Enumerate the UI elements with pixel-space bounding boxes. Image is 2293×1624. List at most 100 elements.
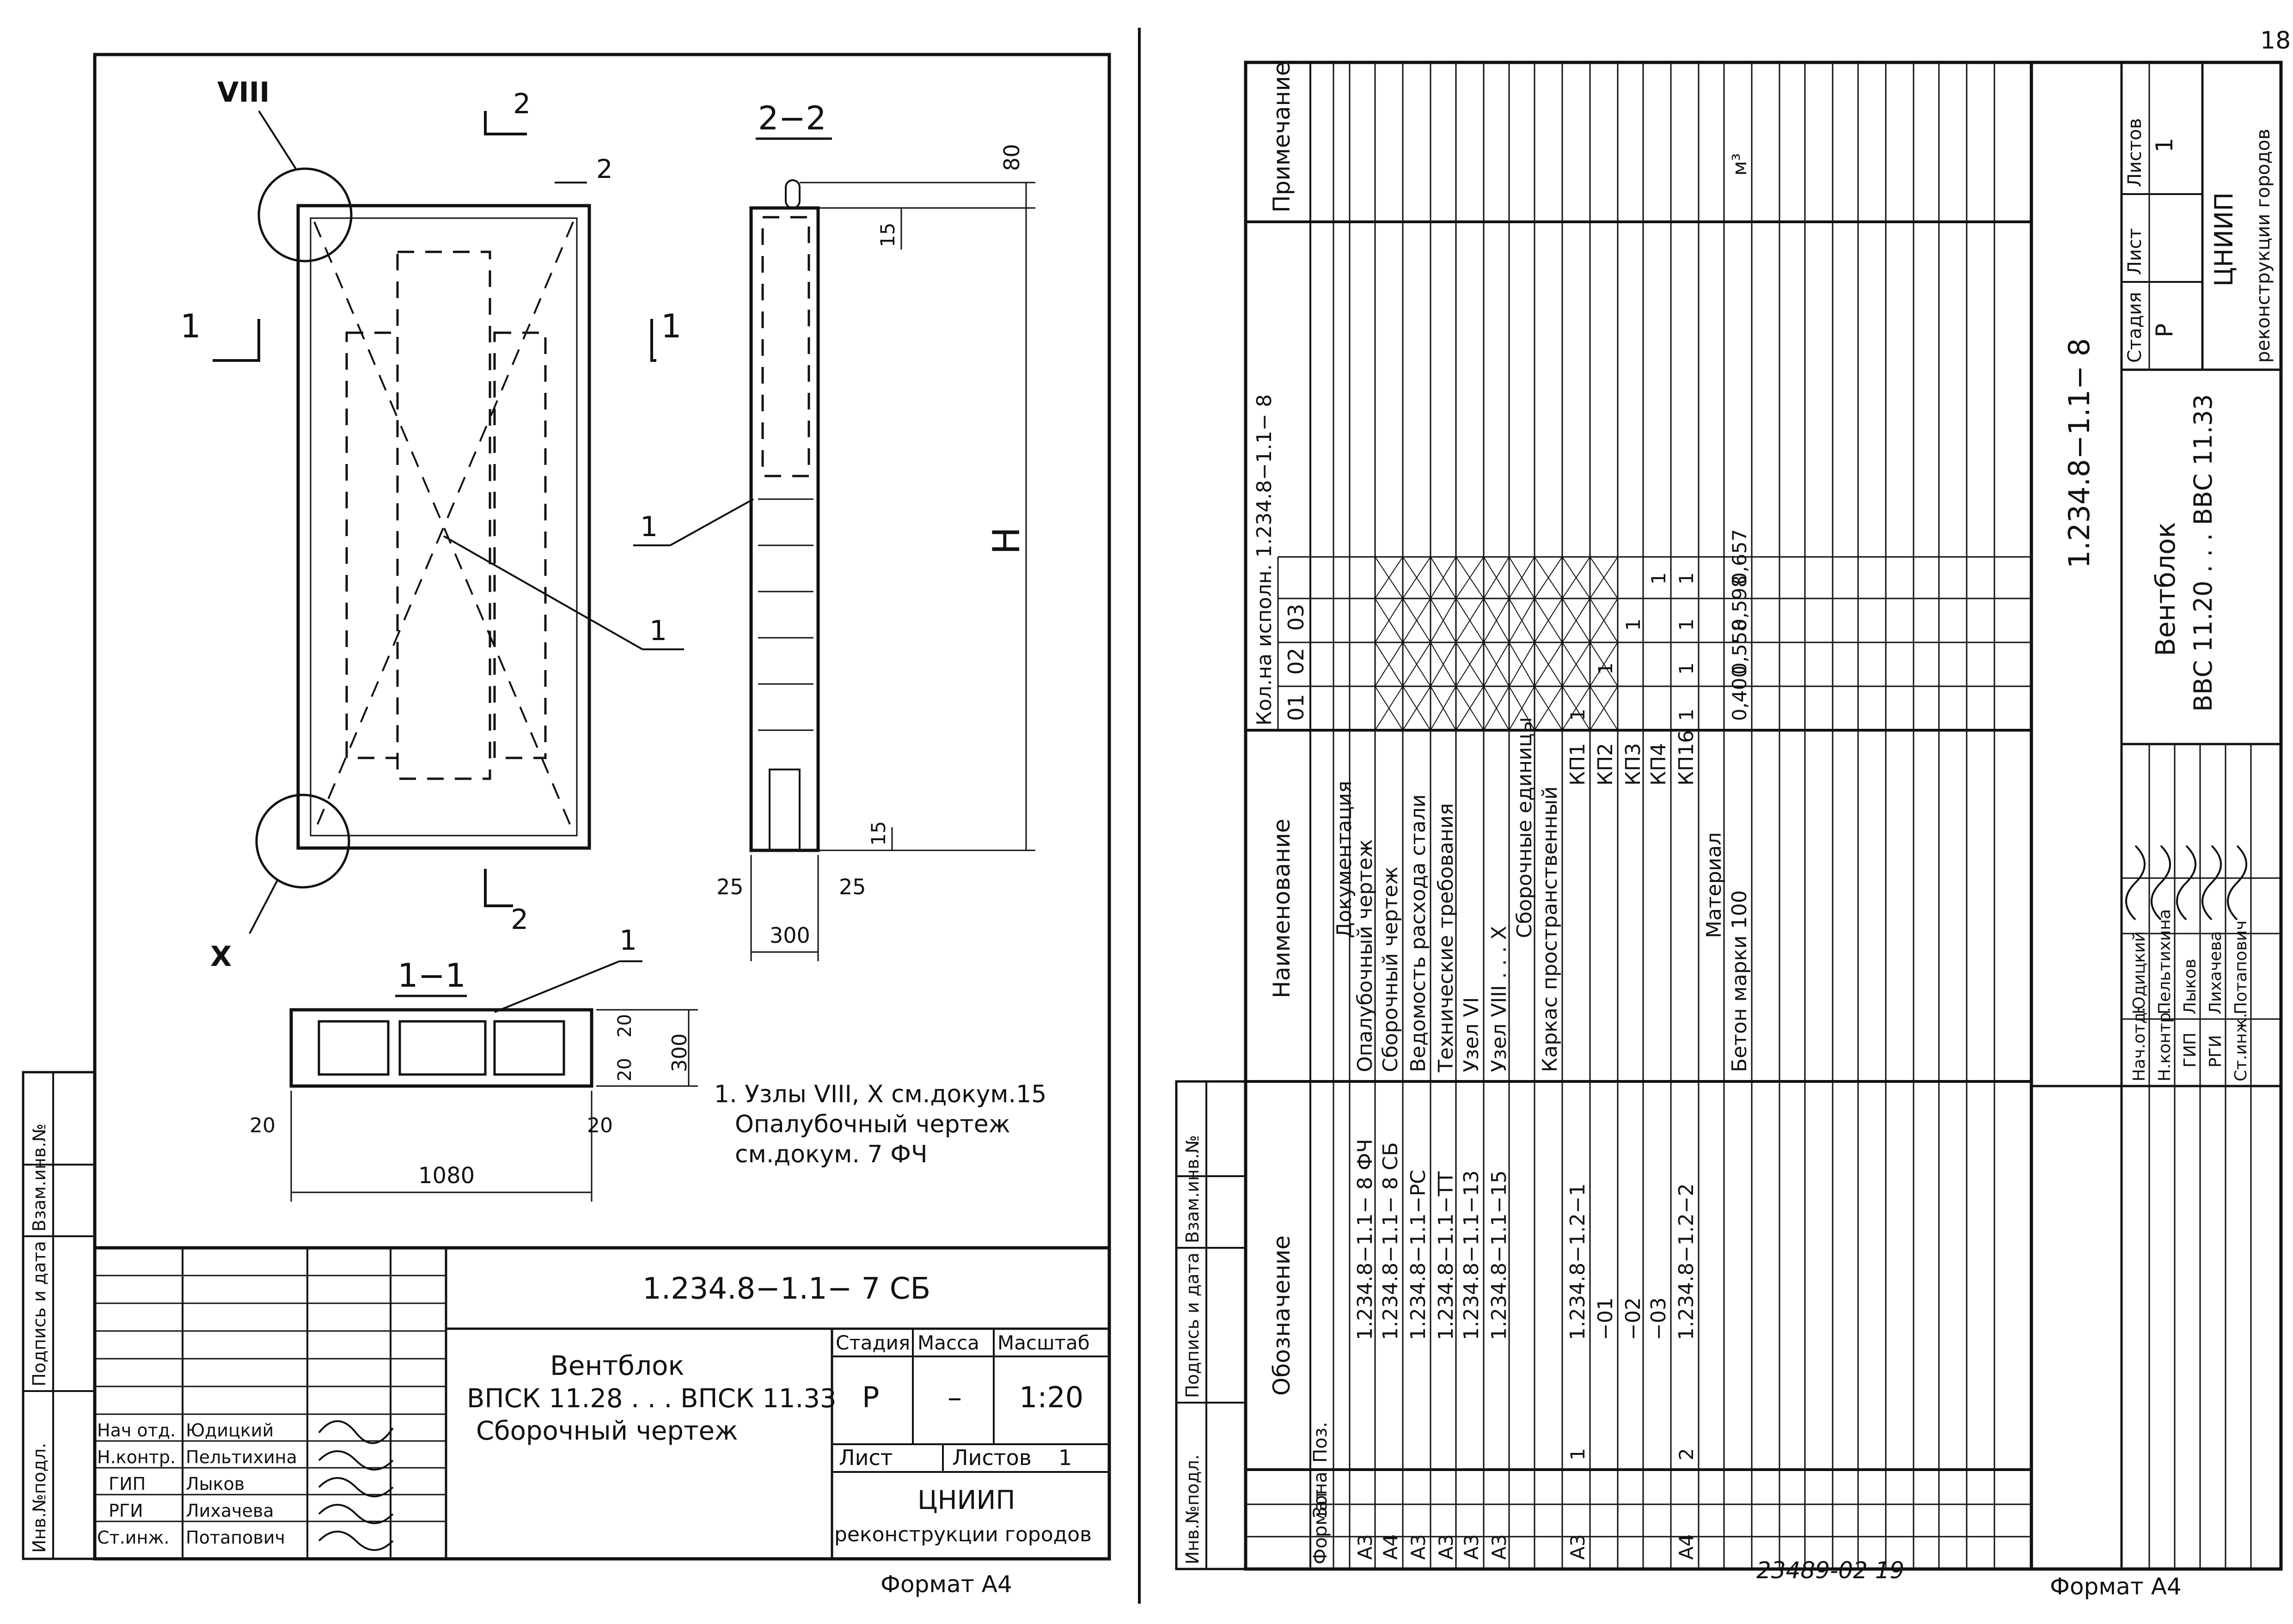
right-title-1: Вентблок xyxy=(2150,522,2181,656)
hdr-zone: Зона xyxy=(1310,1471,1331,1518)
row-section-title: Сборочные единицы xyxy=(1513,717,1536,938)
callout-node-8: VIII xyxy=(217,76,269,109)
left-title-block: 1.234.8−1.1− 7 СБ Вентблок ВПСК 11.28 . … xyxy=(93,1246,1111,1561)
right-name-2: Пельтихина xyxy=(2155,909,2174,1014)
callout-pos-1-plan: 1 xyxy=(619,924,637,957)
left-name-3: Лыков xyxy=(186,1474,245,1494)
right-role-3: ГИП xyxy=(2181,1032,2200,1068)
cut-1-left: 1 xyxy=(180,307,201,345)
crosshatched-cells xyxy=(1375,556,1618,731)
left-role-5: Ст.инж. xyxy=(97,1527,170,1548)
right-name-3: Лыков xyxy=(2181,959,2200,1014)
row-qty: 1 xyxy=(1675,662,1698,675)
left-name-2: Пельтихина xyxy=(186,1447,297,1467)
row-designation: 1.234.8−1.1− 8 СБ xyxy=(1379,1142,1402,1340)
hdr-var-02: 02 xyxy=(1284,647,1309,675)
left-name-1: Юдицкий xyxy=(186,1420,274,1441)
row-designation: −02 xyxy=(1621,1297,1645,1340)
callout-pos-2: 2 xyxy=(596,154,613,184)
right-org-2: реконструкции городов xyxy=(2253,129,2274,363)
hdr-var-01: 01 xyxy=(1284,694,1309,721)
dim-300-plan: 300 xyxy=(668,1033,691,1072)
right-sheets-count: 1 xyxy=(2151,138,2178,153)
row-qty: 1 xyxy=(1566,708,1589,721)
left-org-2: реконструкции городов xyxy=(834,1523,1092,1546)
left-name-4: Лихачева xyxy=(186,1501,274,1521)
cut-2-top: 2 xyxy=(513,88,531,120)
row-designation: 1.234.8−1.1−13 xyxy=(1460,1170,1483,1340)
row-designation: 1.234.8−1.1−15 xyxy=(1487,1170,1511,1340)
right-name-5: Потапович xyxy=(2232,920,2250,1014)
row-qty: 1 xyxy=(1647,572,1670,585)
left-name-5: Потапович xyxy=(186,1527,285,1548)
right-stage: Р xyxy=(2151,324,2178,337)
row-name: Ведомость расхода стали xyxy=(1406,794,1430,1072)
row-qty: 1 xyxy=(1675,572,1698,585)
row-format: А3 xyxy=(1566,1534,1589,1560)
hdr-name: Наименование xyxy=(1268,818,1295,998)
row-designation: −03 xyxy=(1647,1297,1670,1340)
row-designation: 1.234.8−1.2−2 xyxy=(1675,1183,1698,1340)
dim-25-left: 25 xyxy=(716,874,744,899)
r-side-label-inv: Инв.№подл. xyxy=(1182,1454,1203,1564)
right-sheet-frame xyxy=(1244,61,2283,1571)
side-label-inv: Инв.№подл. xyxy=(29,1443,49,1553)
callout-pos-1-front: 1 xyxy=(649,615,667,647)
dim-15-bottom: 15 xyxy=(867,821,890,846)
left-mass-header: Масса xyxy=(917,1331,979,1354)
row-section-title: Материал xyxy=(1702,832,1726,938)
left-stage: Р xyxy=(862,1380,879,1414)
section-1-1: 1−1 1 300 20 20 1080 20 20 xyxy=(250,924,698,1202)
row-name: КП4 xyxy=(1647,743,1670,786)
left-sheets-count: 1 xyxy=(1058,1445,1072,1470)
hdr-var-03: 03 xyxy=(1284,604,1309,631)
r-side-label-replace: Взам.инв.№ xyxy=(1182,1135,1203,1243)
dim-15-top: 15 xyxy=(876,223,899,247)
row-qty: 0,657 xyxy=(1728,529,1751,585)
row-name: КП16 xyxy=(1675,730,1698,786)
row-qty: 1 xyxy=(1594,662,1617,675)
left-role-4: РГИ xyxy=(109,1501,143,1521)
row-name: КП3 xyxy=(1621,743,1645,786)
row-pos: 1 xyxy=(1566,1448,1589,1460)
left-sheets-header: Листов xyxy=(952,1445,1032,1470)
right-org-1: ЦНИИП xyxy=(2209,192,2238,287)
section-2-2-label: 2−2 xyxy=(758,99,826,137)
left-role-3: ГИП xyxy=(109,1474,146,1494)
row-format: А3 xyxy=(1354,1534,1376,1560)
right-role-4: РГИ xyxy=(2206,1035,2225,1068)
dim-20-left: 20 xyxy=(250,1114,275,1137)
left-stage-header: Стадия xyxy=(836,1331,910,1354)
row-name: Узел VI xyxy=(1460,997,1483,1072)
right-role-5: Ст.инж. xyxy=(2232,1013,2250,1081)
row-qty: 0,598 xyxy=(1728,575,1751,631)
row-format: А4 xyxy=(1675,1534,1698,1560)
hdr-format: Формат xyxy=(1310,1490,1331,1564)
row-designation: 1.234.8−1.1− 8 ФЧ xyxy=(1353,1139,1377,1340)
r-side-label-sign: Подпись и дата xyxy=(1182,1252,1203,1398)
note-line-1: 1. Узлы VIII, X см.докум.15 xyxy=(714,1081,1046,1108)
row-name: КП1 xyxy=(1566,743,1590,786)
left-org-1: ЦНИИП xyxy=(917,1485,1015,1515)
dim-20-right: 20 xyxy=(587,1114,613,1137)
note-line-3: см.докум. 7 ФЧ xyxy=(735,1141,928,1168)
callout-node-10: X xyxy=(210,940,232,973)
hdr-note: Примечание xyxy=(1268,62,1295,213)
cut-1-right: 1 xyxy=(661,307,682,345)
row-format: А3 xyxy=(1488,1534,1510,1560)
callout-pos-1-section: 1 xyxy=(640,511,658,543)
left-role-2: Н.контр. xyxy=(97,1447,176,1467)
row-designation: 1.234.8−1.1−ТТ xyxy=(1434,1171,1458,1340)
row-qty: 1 xyxy=(1675,618,1698,631)
row-format: А3 xyxy=(1460,1534,1483,1560)
left-signatures xyxy=(318,1420,394,1551)
right-sheet-header: Лист xyxy=(2124,228,2146,275)
left-side-stamp: Инв.№подл. Подпись и дата Взам.инв.№ xyxy=(22,1071,96,1560)
dim-20-plan-top: 20 xyxy=(614,1014,636,1038)
format-label-right: Формат А4 xyxy=(2050,1573,2182,1600)
front-view: VIII X 2 2 1 1 2 1 xyxy=(180,76,684,973)
right-sheets-header: Листов xyxy=(2124,118,2146,187)
section-2-2: 2−2 1 80 H 15 15 xyxy=(633,99,1035,961)
left-doc-code: 1.234.8−1.1− 7 СБ xyxy=(642,1272,930,1306)
